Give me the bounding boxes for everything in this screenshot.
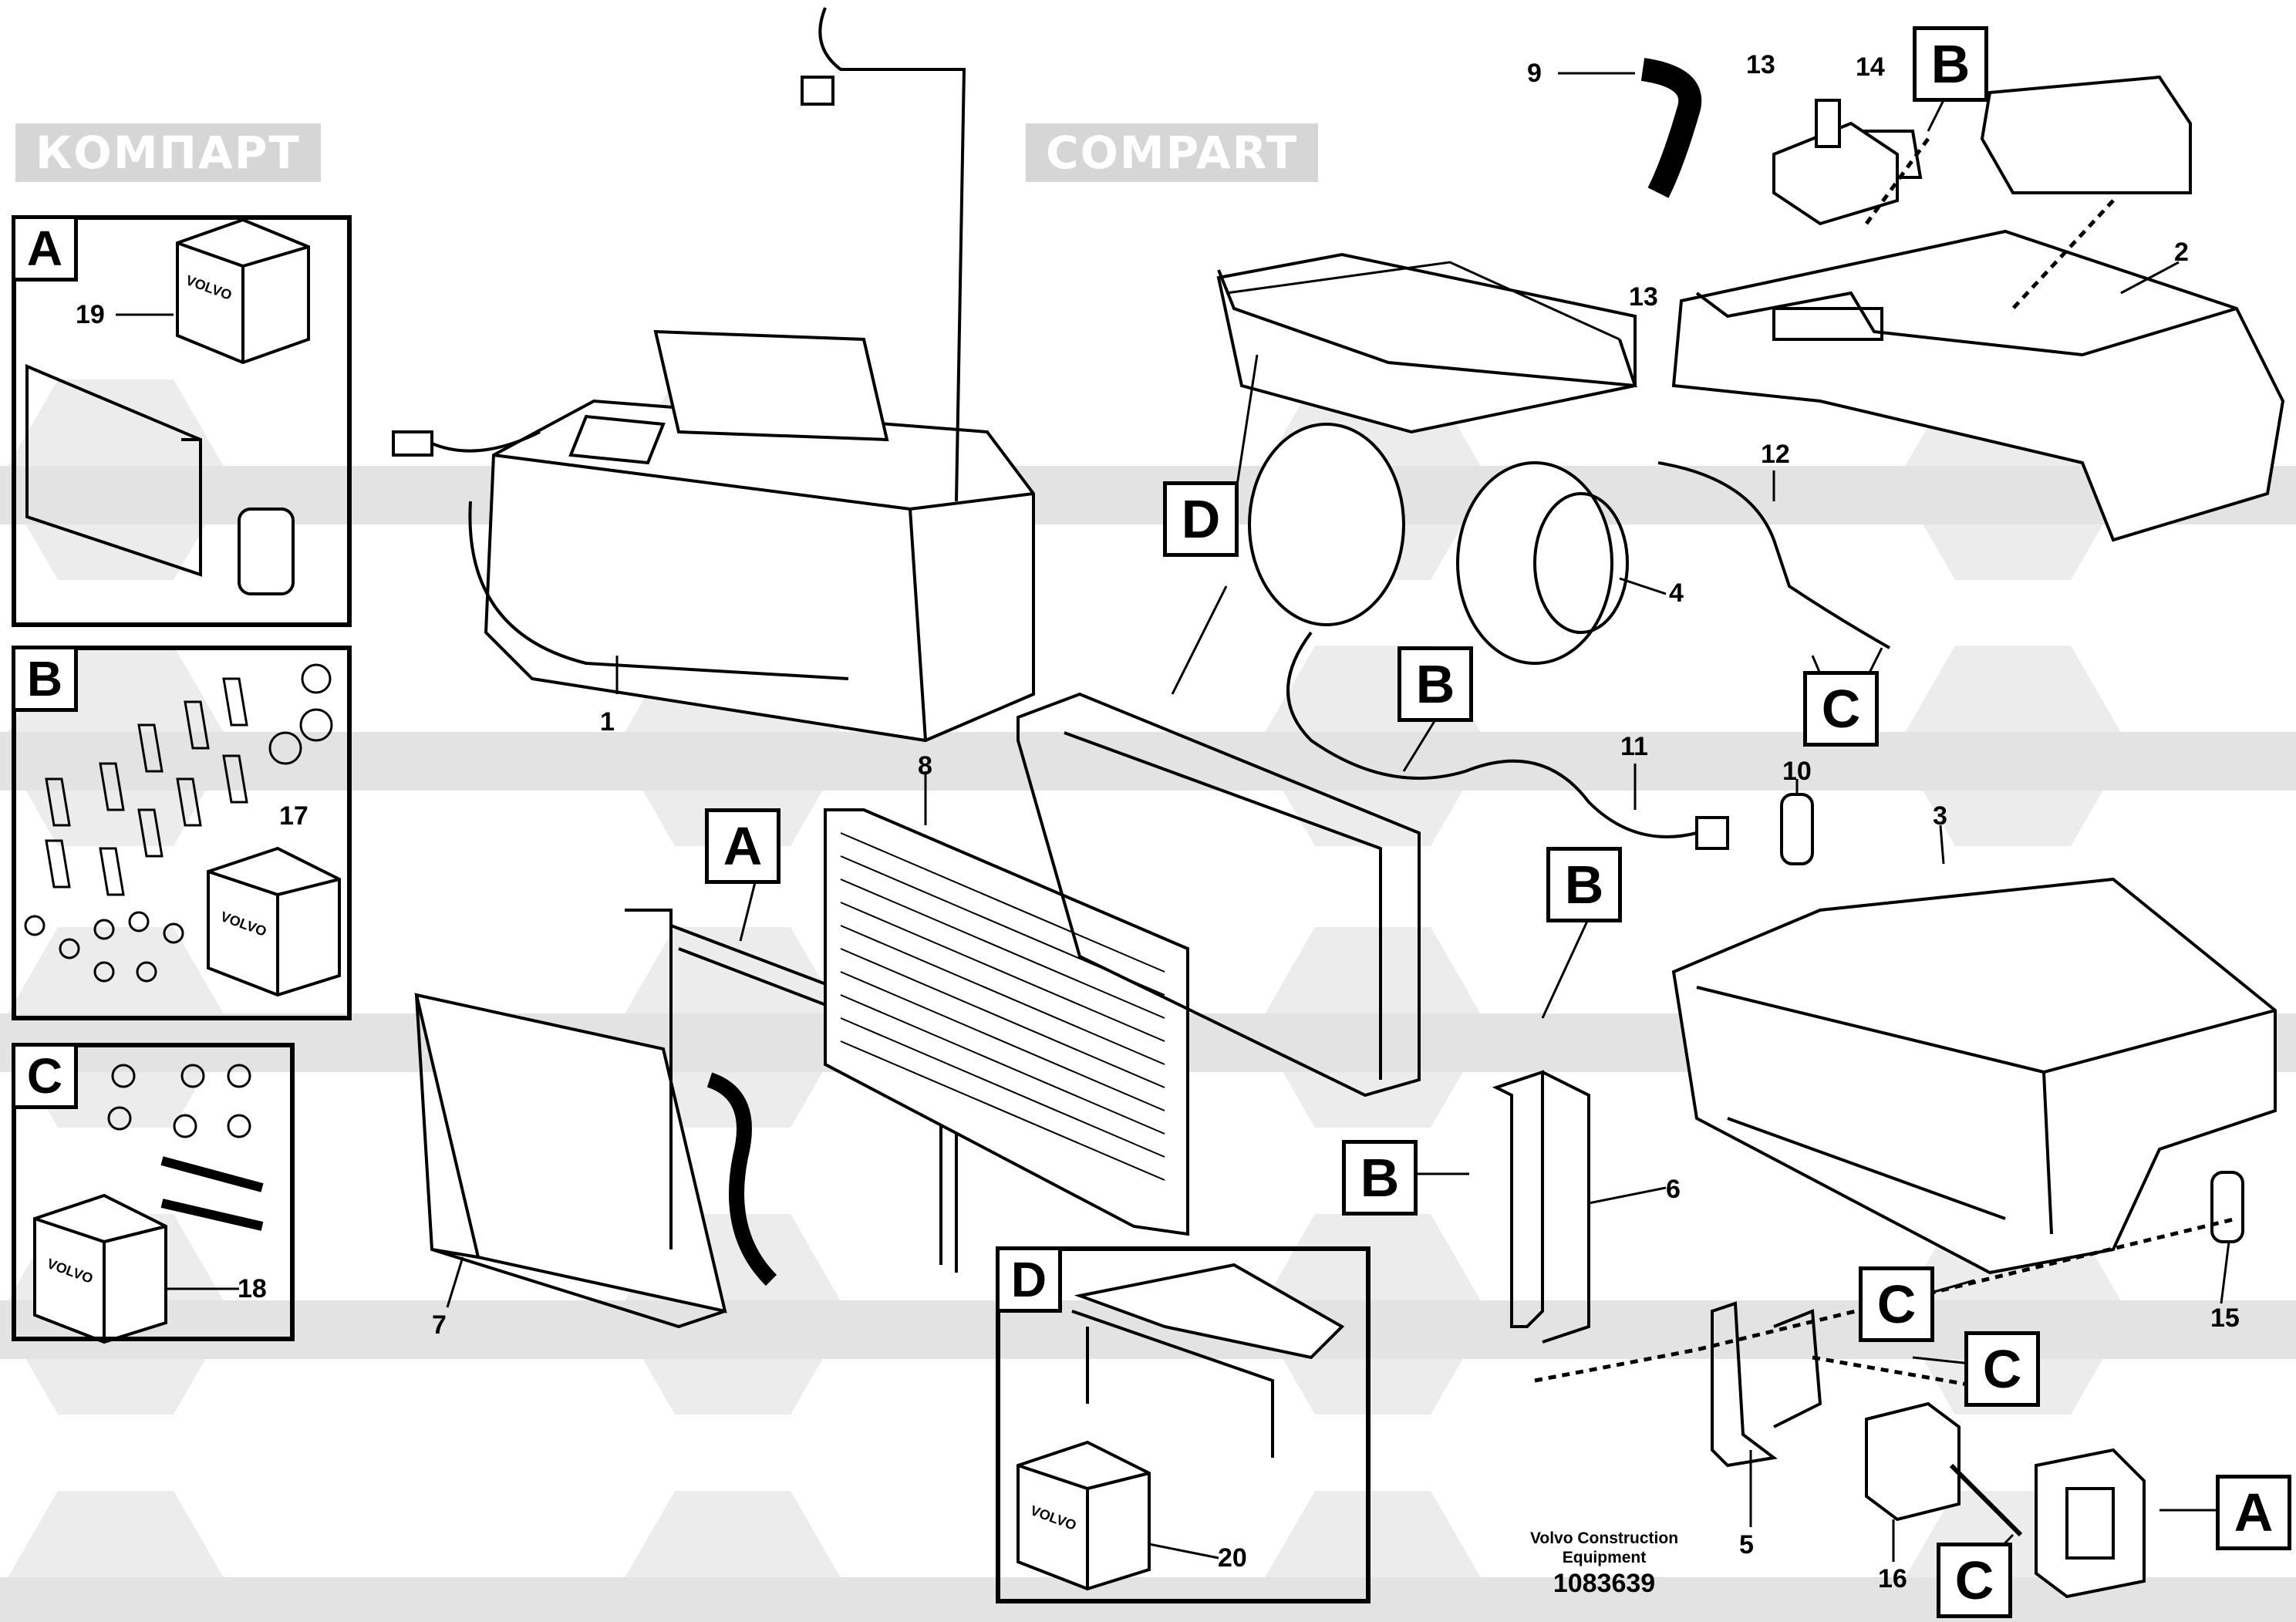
seal-part-a [2035, 1448, 2146, 1599]
blower-part-4 [1216, 252, 1637, 665]
condenser-part-8 [824, 808, 1189, 1236]
inset-b: B [12, 646, 352, 1020]
watermark-band [2159, 1300, 2296, 1359]
manufacturer-name: Volvo Construction [1529, 1529, 1679, 1547]
watermark-band [1211, 732, 1535, 791]
inset-label-b: B [12, 646, 78, 712]
kit-box-19 [176, 218, 310, 365]
watermark-band [0, 1577, 278, 1622]
expansion-valve-part-16 [1865, 1401, 2023, 1537]
cable-part-11 [1286, 631, 1729, 850]
part-number-19: 19 [76, 300, 105, 329]
frame-part-d [1017, 261, 1637, 1098]
watermark-band [255, 1577, 578, 1622]
part-number-9: 9 [1527, 59, 1542, 88]
watermark-band [2159, 1577, 2296, 1622]
part-number-15: 15 [2210, 1303, 2240, 1333]
inset-c: C [12, 1043, 295, 1341]
kit-box-20 [1017, 1440, 1151, 1591]
part-number-14: 14 [1856, 52, 1885, 82]
valve-part-14 [1772, 99, 1899, 226]
kit-box-17 [207, 846, 341, 997]
part-number-5: 5 [1739, 1530, 1754, 1560]
part-number-2: 2 [2174, 238, 2189, 267]
callout-b: B [1397, 646, 1473, 722]
cable-part-12 [1657, 461, 1890, 649]
part-number-18: 18 [238, 1274, 267, 1303]
callout-a: A [2216, 1475, 2291, 1550]
watermark-band [1211, 1013, 1535, 1072]
part-number-17: 17 [279, 801, 308, 831]
callout-c: C [1964, 1331, 2040, 1407]
watermark-band [571, 1577, 895, 1622]
bracket-part-5 [1711, 1301, 1822, 1468]
watermark-band [1851, 732, 2175, 791]
watermark-band [2159, 732, 2296, 791]
watermark-band [0, 466, 278, 524]
part-number-3: 3 [1933, 801, 1947, 831]
seal-inset-a [238, 508, 295, 595]
watermark-band [887, 732, 1211, 791]
callout-c: C [1859, 1266, 1934, 1342]
watermark-band [571, 732, 895, 791]
watermark-band [1527, 1577, 1851, 1622]
gasket-part-10 [1780, 793, 1814, 865]
frame-inset-d [1071, 1263, 1345, 1458]
callout-c: C [1937, 1543, 2012, 1618]
watermark-band [255, 1300, 578, 1359]
part-number-6: 6 [1666, 1175, 1681, 1204]
part-number-13: 13 [1746, 50, 1775, 79]
watermark-text: COMPART [1026, 123, 1319, 182]
gasket-part-15 [2210, 1171, 2244, 1243]
part-number-16: 16 [1878, 1564, 1907, 1593]
watermark-text: КОМПАРТ [15, 123, 321, 182]
part-number-7: 7 [432, 1310, 447, 1340]
part-number-10: 10 [1782, 757, 1812, 786]
frame-inset-a [25, 363, 202, 577]
drawing-caption: Volvo Construction Equipment 1083639 [1492, 1529, 1716, 1600]
part-number-20: 20 [1218, 1543, 1247, 1573]
callout-a: A [705, 808, 781, 884]
drawing-number: 1083639 [1553, 1569, 1656, 1598]
callout-b: B [1546, 847, 1622, 922]
inset-label-c: C [12, 1043, 78, 1109]
part-number-4: 4 [1669, 578, 1684, 608]
evaporator-part-7 [414, 993, 777, 1329]
inset-label-a: A [12, 215, 78, 282]
callout-b: B [1913, 26, 1988, 102]
inset-label-d: D [996, 1246, 1062, 1313]
inset-d: D [996, 1246, 1371, 1603]
bottom-housing-part-3 [1671, 877, 2277, 1275]
part-number-11: 11 [1620, 732, 1648, 761]
bracket-part-6 [1492, 1070, 1590, 1344]
watermark-band [255, 732, 578, 791]
inset-a: A [12, 215, 352, 627]
part-number-1: 1 [600, 707, 615, 737]
manufacturer-name-line2: Equipment [1562, 1549, 1647, 1566]
part-number-12: 12 [1761, 440, 1790, 469]
callout-d: D [1163, 481, 1239, 557]
kit-box-18 [33, 1193, 167, 1344]
callout-b: B [1342, 1140, 1418, 1216]
clips-inset-b [24, 663, 333, 983]
hvac-unit-part-1 [392, 7, 1035, 743]
callout-c: C [1803, 671, 1879, 747]
bolts-inset-c [107, 1064, 264, 1231]
hose-part-9 [1640, 58, 1702, 198]
top-cover-part-2 [1671, 75, 2285, 542]
part-number-13: 13 [1629, 282, 1658, 312]
part-number-8: 8 [918, 751, 932, 781]
